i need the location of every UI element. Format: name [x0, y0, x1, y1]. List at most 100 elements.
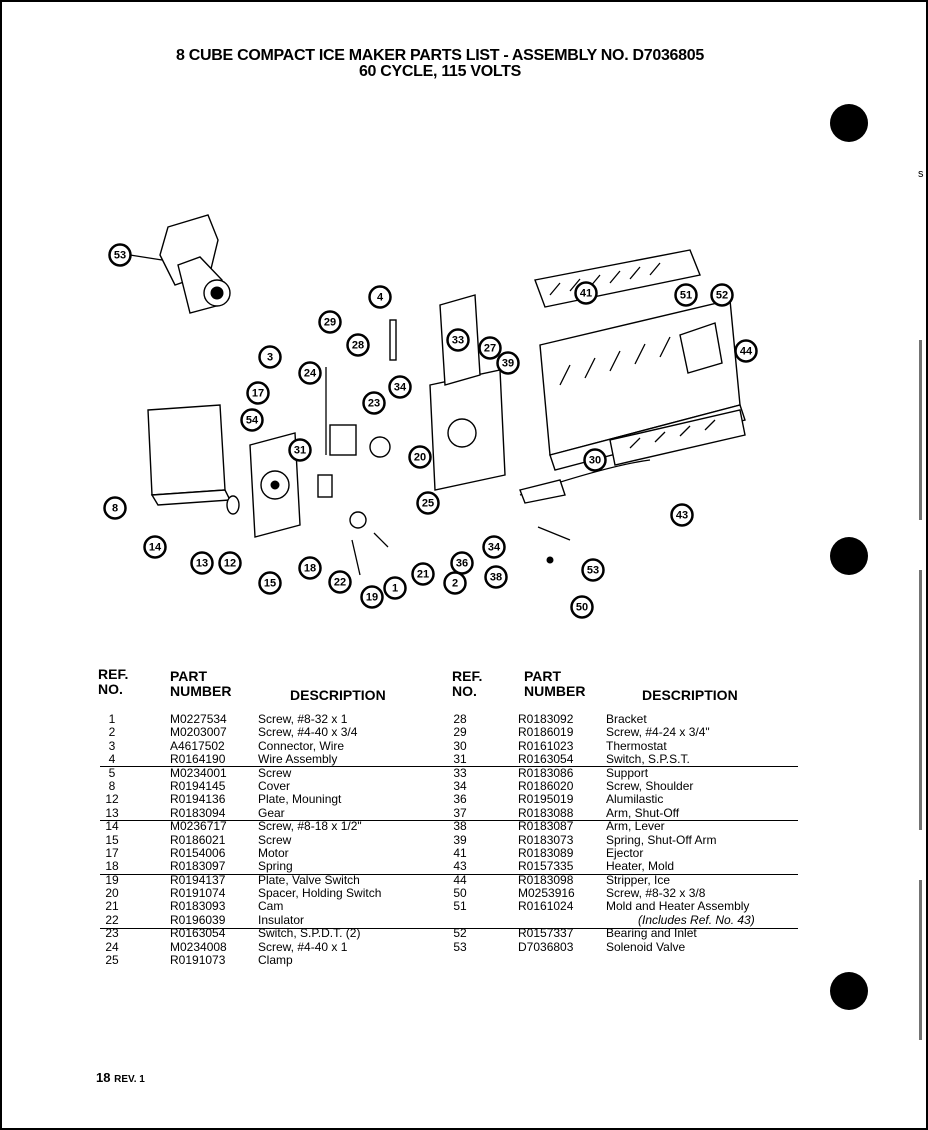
callout-label: 1: [392, 583, 398, 595]
part-description: Solenoid Valve: [606, 939, 686, 954]
callout-28: 28: [346, 333, 370, 357]
callout-39: 39: [496, 351, 520, 375]
part-description: Wire Assembly: [258, 752, 338, 767]
part-description: Spacer, Holding Switch: [258, 886, 382, 901]
callout-circle: [496, 351, 520, 375]
page-footer: 18 REV. 1: [96, 1070, 145, 1085]
callout-circle: [734, 339, 758, 363]
part-number: R0163054: [518, 752, 574, 767]
part-number: M0234001: [170, 765, 227, 780]
ref-number: 13: [105, 805, 119, 820]
callout-3: 3: [258, 345, 282, 369]
ref-number: 21: [105, 899, 119, 914]
callout-label: 24: [304, 368, 317, 380]
part-description: Screw: [258, 765, 292, 780]
callout-circle: [443, 571, 467, 595]
callout-38: 38: [484, 565, 508, 589]
ref-number: 3: [108, 738, 116, 753]
callout-2: 2: [443, 571, 467, 595]
part-description: Screw, #8-32 x 3/8: [606, 886, 706, 901]
part-description: Clamp: [258, 953, 293, 968]
callout-8: 8: [103, 496, 127, 520]
part-description: Bracket: [606, 712, 647, 726]
side-margin-text: [910, 340, 928, 1040]
callout-label: 22: [334, 577, 346, 589]
callout-circle: [328, 570, 352, 594]
ref-number: 2: [108, 725, 116, 740]
ice-stripper-drawing: [609, 409, 746, 466]
part-number: R0191073: [170, 953, 226, 968]
callout-circle: [710, 283, 734, 307]
callout-1: 1: [383, 576, 407, 600]
callout-circle: [103, 496, 127, 520]
callout-label: 21: [417, 569, 429, 581]
callout-15: 15: [258, 571, 282, 595]
callout-label: 41: [580, 288, 592, 300]
callout-label: 44: [740, 346, 753, 358]
callout-33: 33: [446, 328, 470, 352]
callout-label: 13: [196, 558, 208, 570]
callout-4: 4: [368, 285, 392, 309]
callout-circle: [583, 448, 607, 472]
cover-drawing: [147, 404, 232, 506]
part-number: D7036803: [518, 939, 574, 954]
revision: REV. 1: [114, 1074, 145, 1085]
callout-label: 2: [452, 578, 458, 590]
part-description: Cover: [258, 778, 291, 793]
binder-hole: [830, 537, 868, 575]
callout-label: 29: [324, 317, 336, 329]
callout-label: 12: [224, 558, 236, 570]
part-number: R0157337: [518, 926, 574, 941]
callout-circle: [574, 281, 598, 305]
callout-label: 14: [149, 542, 162, 554]
ref-number: 44: [453, 872, 467, 887]
part-number: R0183086: [518, 765, 574, 780]
part-number: M0253916: [518, 886, 575, 901]
binder-hole: [830, 972, 868, 1010]
part-description: Arm, Shut-Off: [606, 805, 680, 820]
part-description: Ejector: [606, 845, 644, 860]
callout-circle: [298, 361, 322, 385]
callout-label: 27: [484, 343, 496, 355]
part-description: Heater, Mold: [606, 859, 675, 874]
part-number: R0183087: [518, 819, 574, 834]
callout-label: 53: [114, 250, 126, 262]
callout-circle: [383, 576, 407, 600]
part-number: R0154006: [170, 845, 226, 860]
part-description: Stripper, Ice: [606, 872, 671, 887]
callout-23: 23: [362, 391, 386, 415]
callout-51: 51: [674, 283, 698, 307]
callout-13: 13: [190, 551, 214, 575]
page-subtitle: 60 CYCLE, 115 VOLTS: [358, 63, 522, 80]
part-number: R0186020: [518, 778, 574, 793]
ref-number: 19: [105, 872, 119, 887]
header-text: NO.: [452, 683, 477, 699]
part-number-header-right: PART NUMBER: [524, 669, 585, 699]
callout-circle: [478, 336, 502, 360]
callout-circle: [581, 558, 605, 582]
part-number-header-left: PART NUMBER: [170, 669, 231, 699]
ref-number: 15: [105, 832, 119, 847]
callout-label: 36: [456, 558, 468, 570]
ref-number: 36: [453, 792, 467, 807]
callout-24: 24: [298, 361, 322, 385]
callout-circle: [482, 535, 506, 559]
part-number: M0227534: [170, 712, 227, 726]
part-description: Plate, Valve Switch: [258, 872, 360, 887]
callout-circle: [484, 565, 508, 589]
callout-label: 31: [294, 445, 306, 457]
callout-34: 34: [388, 375, 412, 399]
callout-circle: [346, 333, 370, 357]
part-description: Gear: [258, 805, 285, 820]
